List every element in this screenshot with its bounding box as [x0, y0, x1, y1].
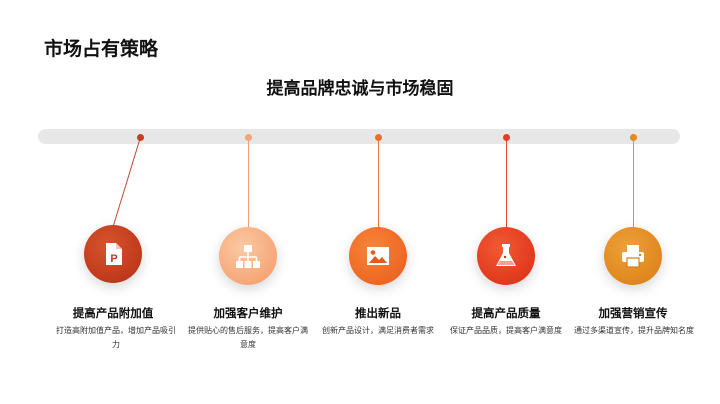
- strategy-title: 提高产品附加值: [72, 308, 154, 320]
- timeline-dot: [503, 134, 510, 141]
- strategy-icon-circle: [604, 227, 662, 285]
- timeline-dot: [630, 134, 637, 141]
- document-icon: P: [106, 243, 122, 265]
- timeline-bar: [38, 129, 680, 144]
- timeline-dot: [137, 134, 144, 141]
- strategy-title: 加强营销宣传: [598, 308, 668, 320]
- strategy-icon-circle: [477, 227, 535, 285]
- strategy-desc: 通过多渠道宣传，提升品牌知名度: [574, 326, 694, 335]
- strategy-title: 推出新品: [355, 308, 401, 320]
- page-subtitle: 提高品牌忠诚与市场稳固: [266, 79, 454, 98]
- timeline-dot: [245, 134, 252, 141]
- strategy-icon-circle: [349, 227, 407, 285]
- strategy-desc: 提供贴心的售后服务，提高客户满意度: [188, 326, 308, 349]
- strategy-icon-circle: [219, 227, 277, 285]
- connector-line: [506, 137, 507, 227]
- strategy-icon-circle: P: [84, 225, 142, 283]
- connector-line: [378, 137, 379, 227]
- strategy-desc: 创新产品设计，满足消费者需求: [322, 326, 434, 335]
- strategy-title: 加强客户维护: [213, 308, 283, 320]
- page-title: 市场占有策略: [44, 39, 159, 60]
- flask-icon: [496, 244, 516, 266]
- svg-text:P: P: [110, 253, 117, 265]
- hierarchy-icon: [236, 245, 260, 268]
- connector-line: [248, 137, 249, 227]
- connector-line: [633, 137, 634, 227]
- connector-line: [111, 137, 141, 231]
- timeline-dot: [375, 134, 382, 141]
- printer-icon: [622, 245, 644, 268]
- strategy-desc: 打造高附加值产品，增加产品吸引力: [56, 326, 176, 349]
- strategy-title: 提高产品质量: [471, 308, 541, 320]
- image-icon: [367, 247, 389, 265]
- strategy-desc: 保证产品品质，提高客户满意度: [450, 326, 562, 335]
